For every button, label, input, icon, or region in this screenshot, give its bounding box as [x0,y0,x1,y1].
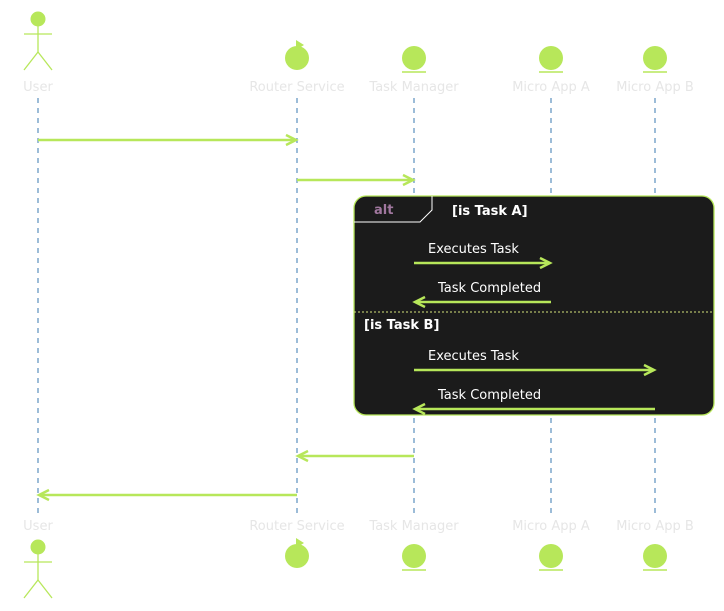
participant-appB-top-icon [643,46,667,73]
participant-router-bottom-icon [285,538,309,568]
entity-icon [643,46,667,70]
control-icon [285,46,309,70]
participants-bottom: User Router Service Task Manager Micro App … [23,519,694,599]
entity-icon [643,544,667,568]
actor-icon [30,539,46,555]
participant-label-appA-bottom: Micro App A [512,519,590,534]
arrowhead-icon [539,256,553,270]
entity-icon [402,544,426,568]
message-8 [36,488,297,502]
participant-appB-bottom-icon [643,544,667,571]
participant-label-router-top: Router Service [249,80,344,95]
participant-appA-bottom-icon [539,544,563,571]
arrowhead-icon [412,295,426,309]
message-2 [297,173,416,187]
message-label: Executes Task [428,242,519,257]
alt-guard-1: [is Task A] [452,204,528,219]
arrowhead-icon [295,449,309,463]
arrowhead-icon [402,173,416,187]
control-icon [285,544,309,568]
arrowhead-icon [36,488,50,502]
alt-frame-box [353,195,715,416]
entity-icon [539,544,563,568]
participant-user-top-icon [23,11,53,71]
entity-icon [539,46,563,70]
message-3: Executes Task [414,242,553,270]
participant-label-appB-top: Micro App B [616,80,694,95]
message-7 [295,449,414,463]
control-arrow [296,40,304,50]
message-label: Task Completed [437,281,541,296]
actor-leg-right [37,51,53,71]
arrowhead-icon [412,402,426,416]
entity-icon [402,46,426,70]
participant-label-user-top: User [23,80,53,95]
alt-frame: alt [is Task A] [is Task B] [353,195,715,416]
participant-router-top-icon [285,40,309,70]
participant-label-appB-bottom: Micro App B [616,519,694,534]
arrowhead-icon [643,363,657,377]
actor-leg-left [23,51,39,71]
message-1 [38,133,299,147]
participant-taskmgr-bottom-icon [402,544,426,571]
participant-user-bottom-icon [23,539,53,599]
participant-label-user-bottom: User [23,519,53,534]
participants-top: User Router Service Task Manager Micro App … [23,11,694,95]
message-label: Task Completed [437,388,541,403]
participant-label-router-bottom: Router Service [249,519,344,534]
alt-guard-2: [is Task B] [364,318,439,333]
actor-leg-right [37,579,53,599]
message-6: Task Completed [412,388,655,416]
message-5: Executes Task [414,349,657,377]
actor-icon [30,11,46,27]
arrowhead-icon [285,133,299,147]
alt-keyword: alt [374,203,393,218]
message-4: Task Completed [412,281,551,309]
message-label: Executes Task [428,349,519,364]
participant-label-taskmgr-top: Task Manager [368,80,459,95]
participant-appA-top-icon [539,46,563,73]
control-arrow [296,538,304,548]
participant-label-taskmgr-bottom: Task Manager [368,519,459,534]
participant-label-appA-top: Micro App A [512,80,590,95]
participant-taskmgr-top-icon [402,46,426,73]
actor-leg-left [23,579,39,599]
alt-keyword-tab [354,196,433,223]
